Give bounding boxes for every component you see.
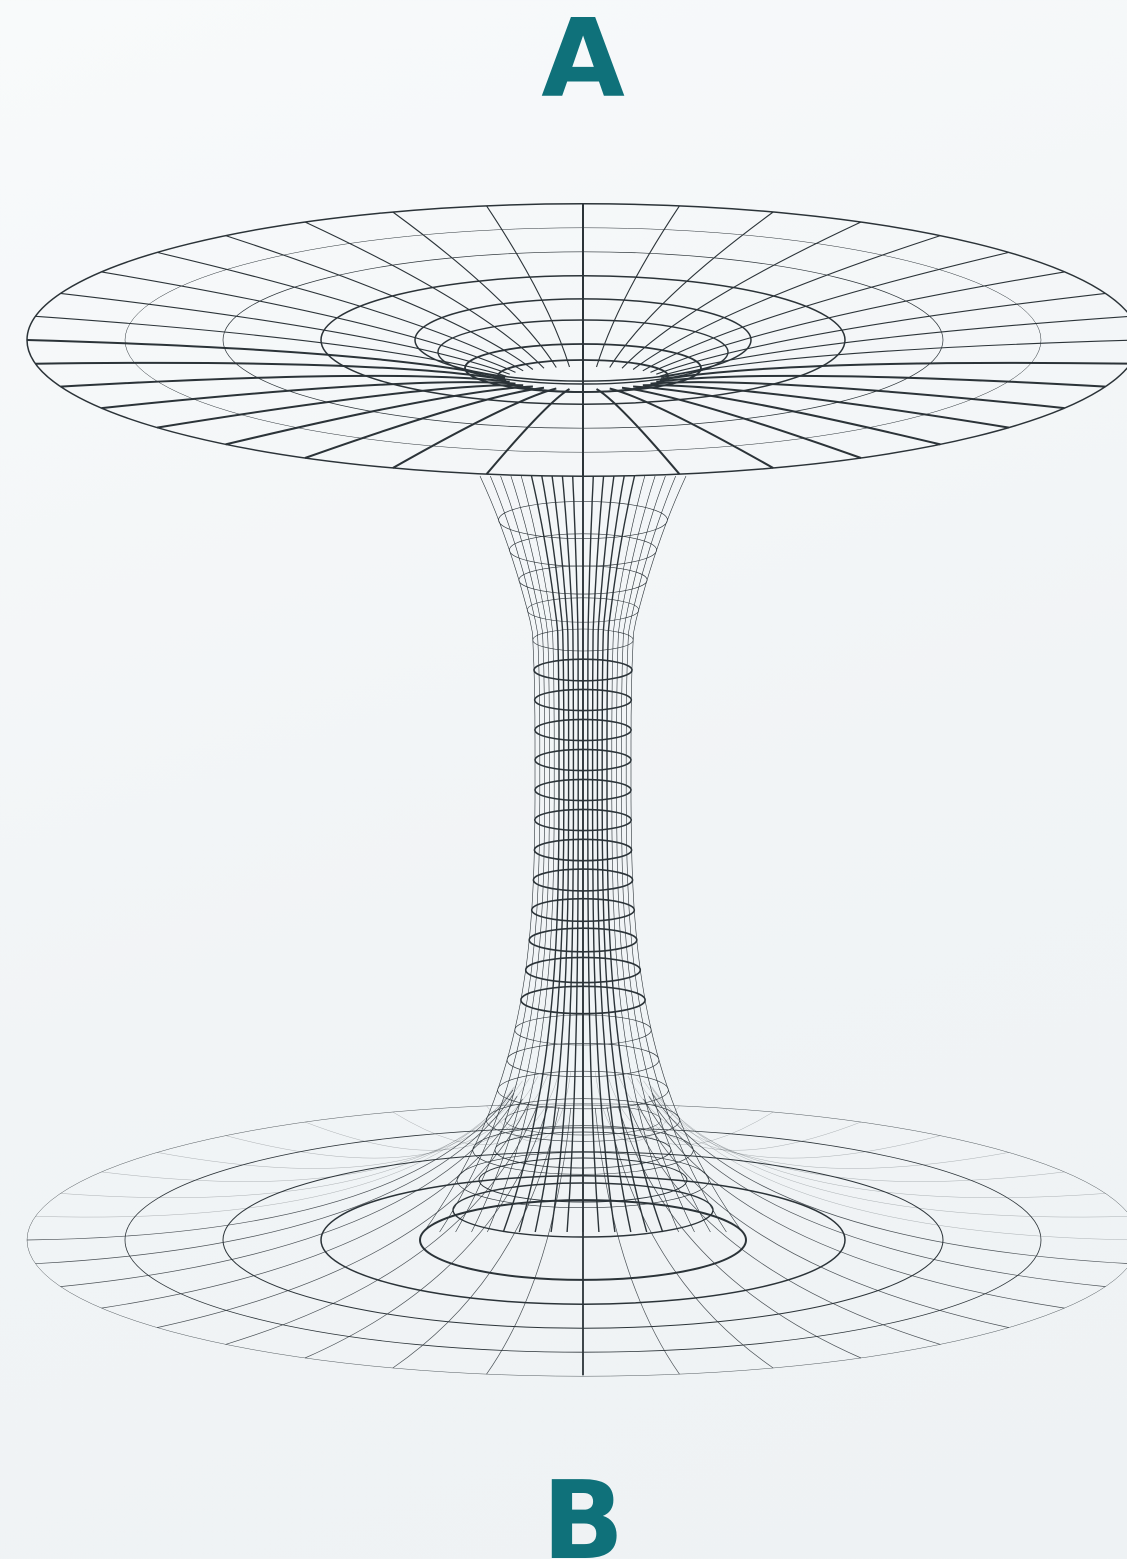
bottom-spoke — [226, 1104, 538, 1345]
label-b: B — [0, 1468, 1127, 1559]
top-spoke — [157, 385, 523, 427]
top-spoke — [610, 389, 774, 469]
throat-line — [602, 476, 647, 1232]
bottom-spoke — [644, 1099, 1065, 1308]
bottom-spoke — [653, 1090, 1127, 1240]
top-spoke — [61, 376, 510, 387]
top-spoke — [597, 206, 680, 367]
bottom-spoke — [607, 1073, 773, 1145]
top-spoke — [622, 388, 861, 458]
throat-line — [440, 476, 540, 1232]
throat-line — [519, 476, 564, 1232]
top-spoke — [622, 222, 861, 368]
bottom-spoke — [157, 1078, 529, 1168]
throat-line — [503, 476, 559, 1232]
bottom-ring — [27, 1104, 1127, 1376]
throat-line — [456, 476, 545, 1232]
bottom-spoke — [637, 1078, 1009, 1168]
bottom-spoke — [628, 1076, 940, 1158]
top-spoke — [487, 389, 570, 474]
bottom-spoke — [393, 1073, 559, 1145]
bottom-spoke — [652, 1087, 1127, 1217]
bottom-spoke — [35, 1087, 514, 1217]
top-spoke — [487, 206, 570, 367]
label-a: A — [0, 6, 1127, 114]
top-spoke — [643, 385, 1009, 427]
bottom-mouth-funnel — [27, 1072, 1127, 1376]
bottom-spoke — [102, 1081, 523, 1182]
top-spoke — [656, 376, 1105, 387]
bottom-spoke — [35, 1093, 514, 1264]
top-spoke — [305, 388, 544, 458]
bottom-spoke — [618, 1106, 861, 1358]
wormhole-throat — [424, 476, 743, 1375]
top-spoke — [660, 316, 1127, 376]
top-spoke — [393, 389, 557, 469]
bottom-spoke — [305, 1106, 548, 1358]
throat-line — [621, 476, 710, 1232]
top-spoke — [633, 236, 940, 370]
top-spoke — [157, 252, 523, 370]
bottom-spoke — [644, 1081, 1065, 1182]
throat-line — [607, 476, 663, 1232]
top-ring — [27, 204, 1127, 476]
top-spoke — [597, 389, 680, 474]
top-spoke — [305, 222, 544, 368]
bottom-spoke — [61, 1096, 518, 1286]
top-spoke — [35, 316, 506, 376]
top-mouth-funnel — [27, 203, 1127, 477]
top-spoke — [226, 236, 533, 370]
bottom-spoke — [102, 1099, 523, 1308]
bottom-spoke — [652, 1093, 1127, 1264]
bottom-spoke — [649, 1096, 1106, 1286]
bottom-spoke — [628, 1104, 940, 1345]
throat-line — [424, 476, 535, 1232]
top-spoke — [643, 252, 1009, 370]
throat-line — [631, 476, 742, 1232]
bottom-spoke — [226, 1076, 538, 1158]
throat-line — [626, 476, 726, 1232]
